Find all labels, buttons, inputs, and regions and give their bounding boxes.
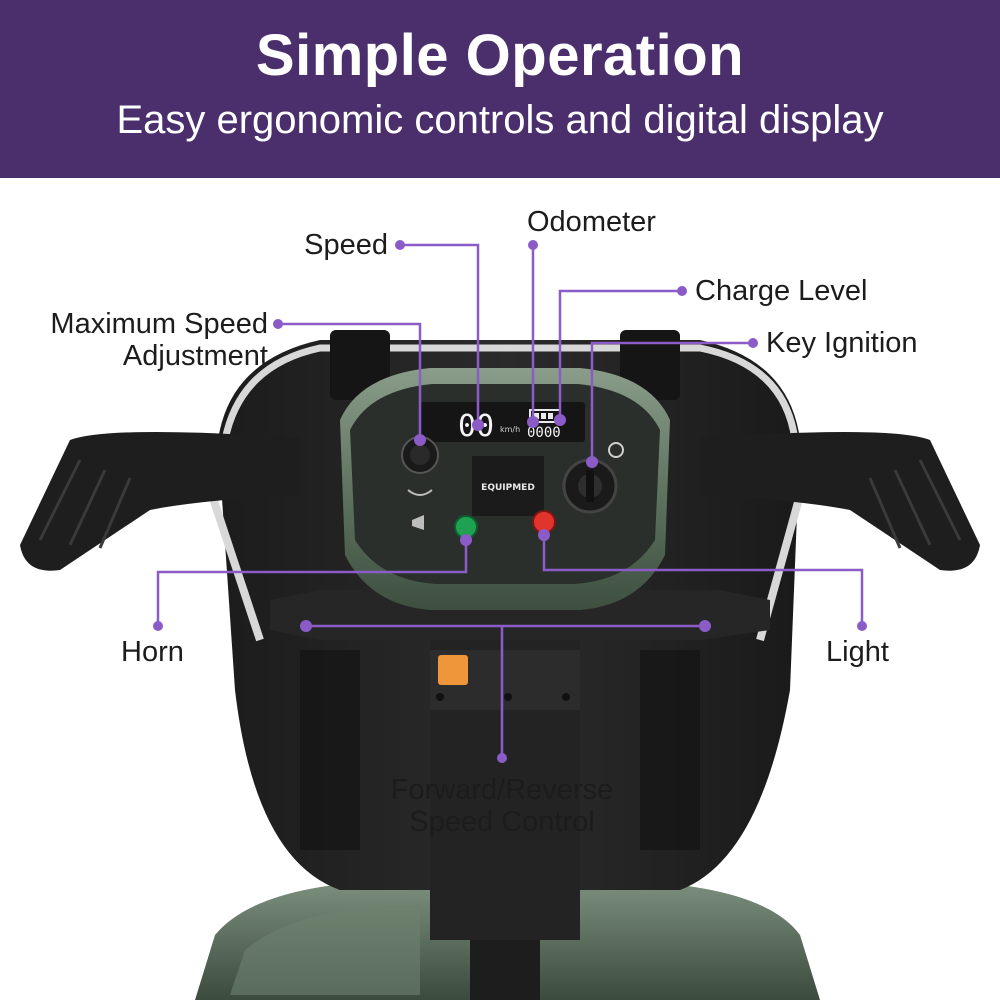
reverse-paddle [438, 655, 468, 685]
forward-reverse-label-line2: Speed Control [409, 806, 595, 838]
lcd-odometer-digits: 0000 [527, 425, 561, 441]
key-ignition-label: Key Ignition [766, 327, 918, 359]
page-subtitle: Easy ergonomic controls and digital disp… [116, 98, 884, 142]
scooter-illustration: 00 km/h 0000 EQUIPMED [20, 240, 980, 1000]
brand-mark: EQUIPMED [481, 483, 535, 493]
speed-label: Speed [304, 229, 388, 261]
lcd-unit: km/h [500, 425, 520, 434]
steering-column [430, 640, 580, 940]
forward-reverse-label-line1: Forward/Reverse [390, 774, 614, 806]
horn-label: Horn [121, 636, 184, 668]
left-grip [20, 431, 300, 571]
header-banner: Simple Operation Easy ergonomic controls… [0, 0, 1000, 178]
right-grip [700, 431, 980, 571]
page-title: Simple Operation [255, 23, 745, 88]
odometer-label: Odometer [527, 206, 656, 238]
callout-lines [156, 243, 864, 758]
max-speed-label-line2: Adjustment [122, 340, 268, 372]
product-photo-area: 00 km/h 0000 EQUIPMED [0, 178, 1000, 1000]
max-speed-label-line1: Maximum Speed [50, 308, 268, 340]
charge-level-label: Charge Level [695, 275, 868, 307]
lcd-display [420, 402, 585, 442]
callout-dots [153, 240, 867, 763]
light-label: Light [826, 636, 889, 668]
